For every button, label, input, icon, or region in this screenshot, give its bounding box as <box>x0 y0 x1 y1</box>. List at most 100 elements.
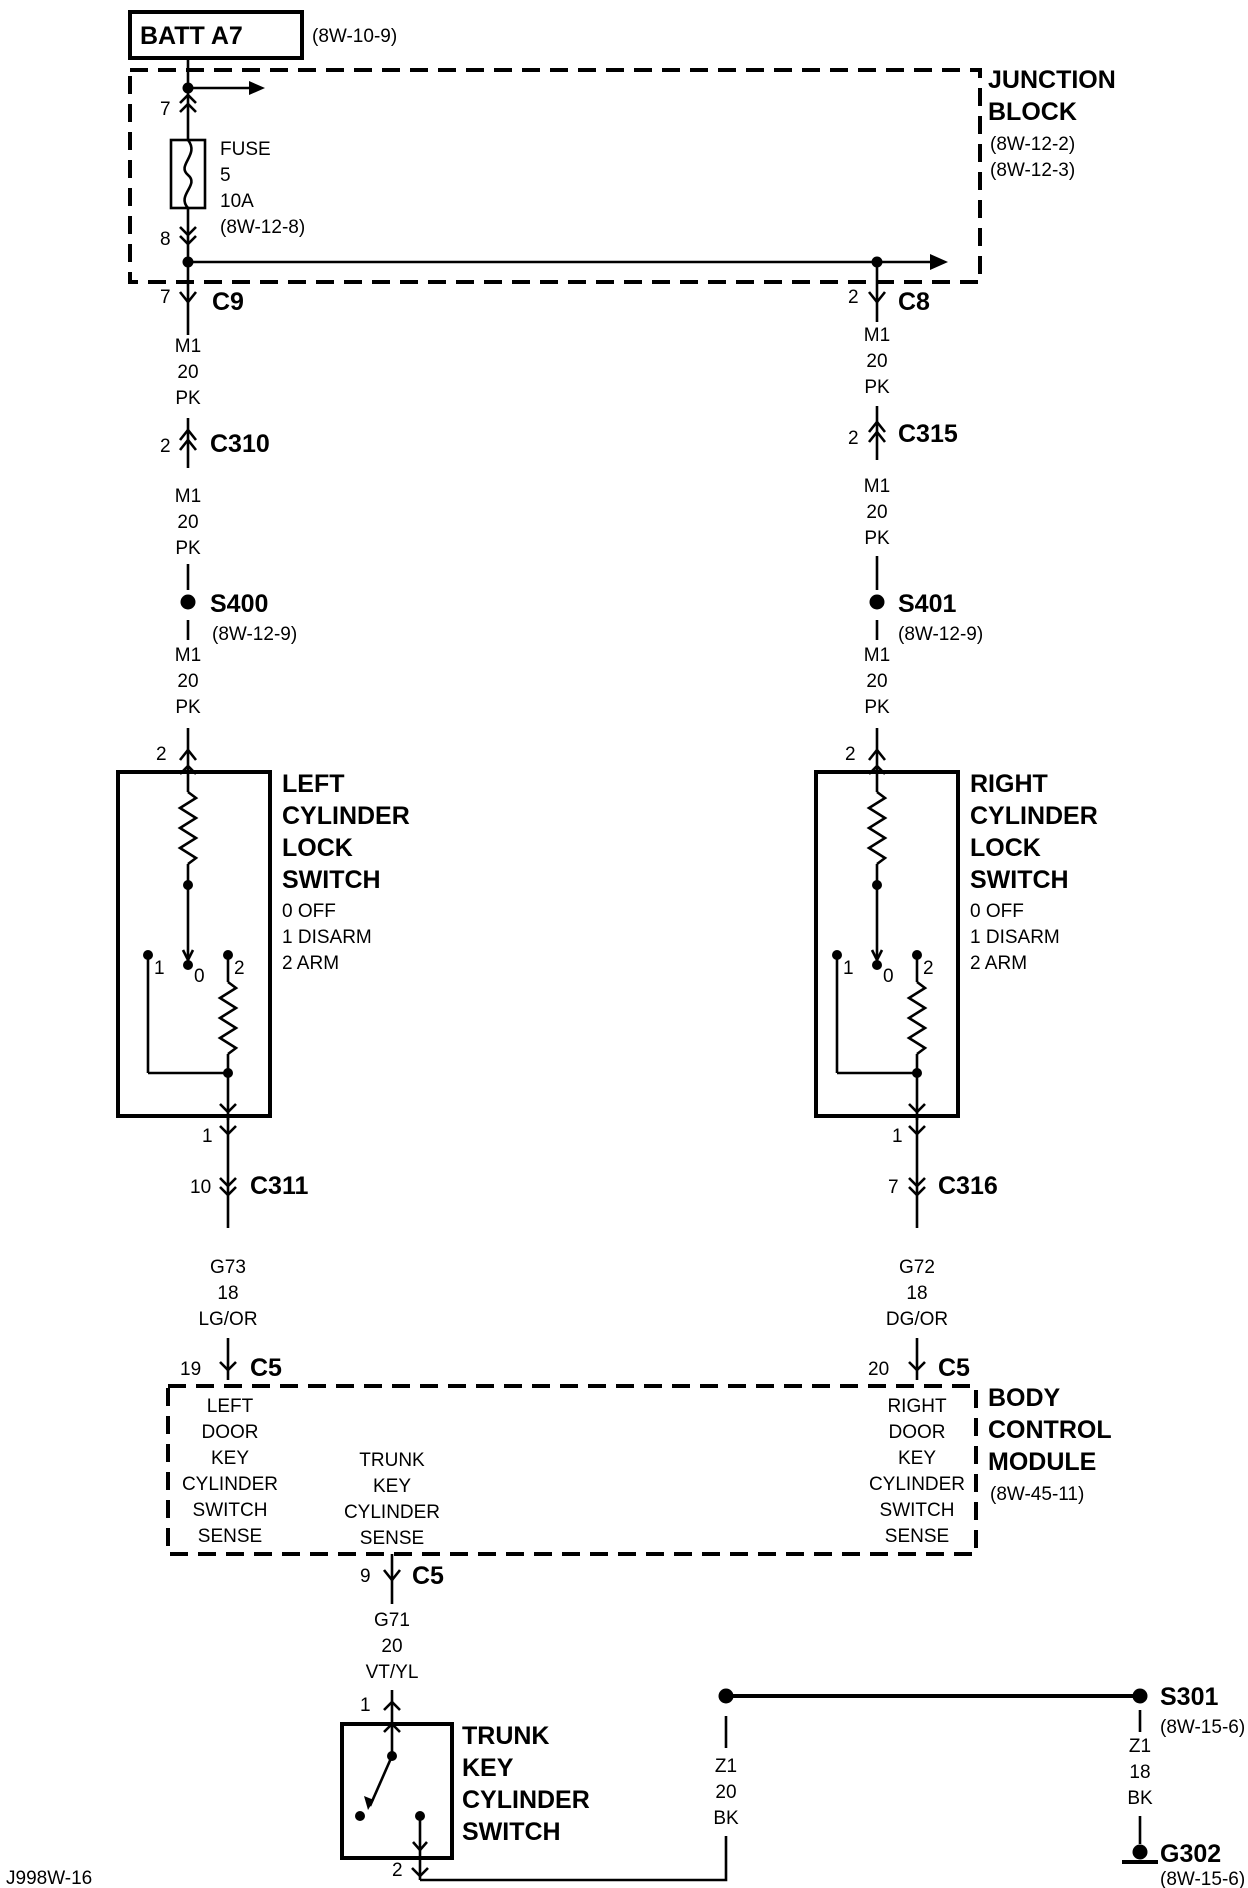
left-switch-pin-bottom: 1 <box>202 1126 213 1147</box>
left-switch-upper-resistor <box>177 790 199 866</box>
c5-right-pin: 20 <box>868 1359 889 1380</box>
c316-pin: 7 <box>888 1177 899 1198</box>
trunk-switch-pin-bottom: 2 <box>392 1860 403 1881</box>
wire-m1-left-c-color: PK <box>175 697 201 718</box>
left-switch-entry-arrow <box>179 764 197 775</box>
fuse-ref: (8W-12-8) <box>220 217 305 238</box>
c315-label: C315 <box>898 420 958 448</box>
bcm-right-sense-4: CYLINDER <box>869 1474 965 1495</box>
trunk-key-cylinder-switch-box <box>340 1722 454 1860</box>
left-cylinder-lock-switch-box <box>116 770 272 1118</box>
c5-trunk-pin: 9 <box>360 1566 371 1587</box>
s401-label: S401 <box>898 590 956 618</box>
right-switch-state-disarm: 1 DISARM <box>970 927 1060 948</box>
batt-a7-label: BATT A7 <box>140 22 243 50</box>
bcm-trunk-sense-4: SENSE <box>360 1528 424 1549</box>
left-switch-lower-resistor <box>217 980 239 1056</box>
trunk-switch-blade <box>368 1755 394 1807</box>
trunk-switch-entry-arrow <box>383 1722 401 1733</box>
bcm-title-3: MODULE <box>988 1448 1096 1476</box>
right-switch-pin2-chevron <box>867 747 887 761</box>
bcm-right-sense-6: SENSE <box>885 1526 949 1547</box>
trunk-switch-pin2-chevron <box>411 1867 429 1878</box>
left-switch-exit-chevron <box>219 1103 237 1114</box>
bcm-title-2: CONTROL <box>988 1416 1112 1444</box>
wire-g72-gauge: 18 <box>906 1283 927 1304</box>
left-switch-pin1-chevron <box>219 1125 237 1136</box>
batt-a7-box <box>128 10 304 60</box>
bcm-left-sense-1: LEFT <box>207 1396 254 1417</box>
left-switch-pos1-label: 1 <box>154 958 165 979</box>
pin7-chevron-b <box>179 102 197 113</box>
junction-pin-out: 8 <box>160 229 171 250</box>
trunk-switch-title-1: TRUNK <box>462 1722 550 1750</box>
c5-left-pin: 19 <box>180 1359 201 1380</box>
wire-m1-right-b-circuit: M1 <box>864 476 890 497</box>
c316-chevron-b <box>908 1186 926 1197</box>
bcm-left-sense-2: DOOR <box>202 1422 259 1443</box>
s401-splice-dot <box>869 594 885 610</box>
c5-trunk-chevron <box>382 1569 402 1583</box>
c310-chevron-a <box>178 427 198 441</box>
bcm-left-sense-6: SENSE <box>198 1526 262 1547</box>
junction-block-title-2: BLOCK <box>988 98 1077 126</box>
right-switch-bottom-node <box>912 1068 922 1078</box>
trunk-switch-pin1-chevron <box>383 1700 401 1711</box>
c9-label: C9 <box>212 288 244 316</box>
wire-m1-left-b-circuit: M1 <box>175 486 201 507</box>
junction-pin-in: 7 <box>160 99 171 120</box>
left-switch-pin2-chevron <box>178 747 198 761</box>
wire-m1-left-a-color: PK <box>175 388 201 409</box>
wire-m1-left-c-circuit: M1 <box>175 645 201 666</box>
right-switch-state-arm: 2 ARM <box>970 953 1027 974</box>
wire-m1-right-a-gauge: 20 <box>866 351 887 372</box>
wire-m1-right-b-gauge: 20 <box>866 502 887 523</box>
right-switch-pos0-label: 0 <box>883 966 894 987</box>
right-switch-upper-resistor <box>866 790 888 866</box>
fuse-number: 5 <box>220 165 231 186</box>
bcm-title-1: BODY <box>988 1384 1061 1412</box>
trunk-switch-title-3: CYLINDER <box>462 1786 590 1814</box>
junction-block-ref-2: (8W-12-3) <box>990 160 1075 181</box>
c8-chevron <box>867 291 887 305</box>
c5-trunk-label: C5 <box>412 1562 444 1590</box>
wire-g73-gauge: 18 <box>217 1283 238 1304</box>
wire-z1-a-circuit: Z1 <box>715 1756 737 1777</box>
c5-left-label: C5 <box>250 1354 282 1382</box>
left-switch-pos2-label: 2 <box>234 958 245 979</box>
c315-chevron-b <box>867 429 887 443</box>
c5-right-chevron <box>908 1361 926 1372</box>
wire-m1-right-c-color: PK <box>864 697 890 718</box>
wire-z1-b-color: BK <box>1127 1788 1153 1809</box>
trunk-ground-return-wire <box>420 1836 728 1882</box>
c310-pin: 2 <box>160 436 171 457</box>
left-switch-state-arm: 2 ARM <box>282 953 339 974</box>
wire-g72-color: DG/OR <box>886 1309 948 1330</box>
left-switch-title-4: SWITCH <box>282 866 381 894</box>
wire-g73-color: LG/OR <box>198 1309 257 1330</box>
fuse-element <box>183 139 193 209</box>
trunk-switch-title-4: SWITCH <box>462 1818 561 1846</box>
s301-label: S301 <box>1160 1683 1218 1711</box>
bcm-right-sense-1: RIGHT <box>887 1396 947 1417</box>
g302-label: G302 <box>1160 1840 1221 1868</box>
s301-splice-dot <box>1132 1688 1148 1704</box>
bcm-left-sense-5: SWITCH <box>193 1500 268 1521</box>
wire-m1-left-a-gauge: 20 <box>177 362 198 383</box>
right-switch-lower-resistor <box>906 980 928 1056</box>
diagram-id: J998W-16 <box>6 1868 92 1888</box>
right-switch-title-4: SWITCH <box>970 866 1069 894</box>
bcm-trunk-sense-2: KEY <box>373 1476 411 1497</box>
wire-m1-left-c-gauge: 20 <box>177 671 198 692</box>
bcm-right-sense-3: KEY <box>898 1448 936 1469</box>
pin8-chevron-b <box>179 235 197 246</box>
c9-chevron <box>178 291 198 305</box>
wire-m1-right-a-color: PK <box>864 377 890 398</box>
right-switch-wiper-node <box>872 880 882 890</box>
fuse-label: FUSE <box>220 139 271 160</box>
right-switch-title-3: LOCK <box>970 834 1041 862</box>
c8-pin: 2 <box>848 287 859 308</box>
right-switch-pin-top: 2 <box>845 744 856 765</box>
wire-g72-circuit: G72 <box>899 1257 935 1278</box>
